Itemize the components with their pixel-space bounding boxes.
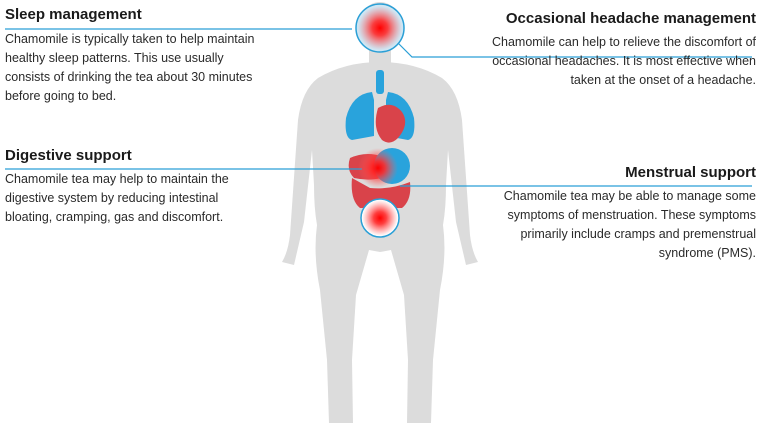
intestines-icon (351, 178, 411, 208)
headache-title: Occasional headache management (505, 10, 756, 27)
sleep-management-block: Sleep management Chamomile is typically … (5, 5, 267, 106)
heart-icon (375, 104, 406, 143)
headache-management-block: Occasional headache management Chamomile… (480, 5, 756, 90)
menstrual-support-block: Menstrual support Chamomile tea may be a… (480, 163, 756, 263)
digestive-text: Chamomile tea may help to maintain the d… (5, 172, 229, 224)
left-lung-icon (345, 92, 374, 140)
sleep-text: Chamomile is typically taken to help mai… (5, 32, 255, 103)
brain-hotspot-icon (355, 3, 405, 53)
sleep-title: Sleep management (5, 6, 142, 23)
headache-pointer-line (394, 39, 752, 58)
headache-text: Chamomile can help to relieve the discom… (491, 35, 756, 87)
menstrual-text: Chamomile tea may be able to manage some… (503, 189, 756, 260)
pointer-lines (5, 28, 752, 187)
pelvis-hotspot-icon (360, 198, 400, 238)
stomach-hotspot-icon (358, 148, 398, 188)
digestive-title: Digestive support (5, 147, 132, 164)
menstrual-title: Menstrual support (625, 164, 756, 181)
digestive-support-block: Digestive support Chamomile tea may help… (5, 146, 267, 227)
